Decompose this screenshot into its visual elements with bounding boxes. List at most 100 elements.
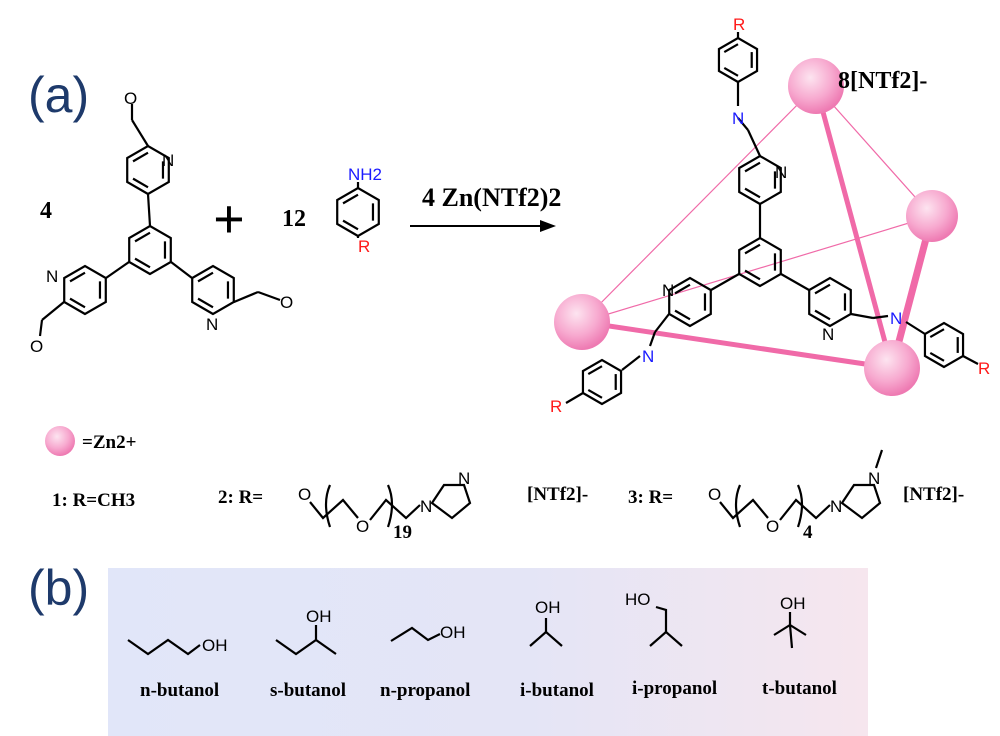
pyridine-nitrogen: N <box>206 315 218 334</box>
bond <box>710 273 740 291</box>
imidazole-ring <box>840 483 882 520</box>
pyridine-nitrogen: N <box>662 281 674 300</box>
alcohol-label-n-propanol: n-propanol <box>380 680 470 701</box>
zinc-legend-label: =Zn2+ <box>82 432 136 453</box>
r-group-label: R <box>358 237 370 256</box>
aldehyde-oxygen: O <box>30 337 43 356</box>
alcohol-panel-background <box>108 568 868 736</box>
imidazole-nitrogen: N <box>868 469 880 488</box>
aldehyde-oxygen: O <box>124 89 137 108</box>
cage-edge <box>813 85 895 369</box>
reagent-label: 4 Zn(NTf2)2 <box>422 183 561 212</box>
double-bond <box>929 328 945 339</box>
methyl-bond <box>874 449 884 469</box>
hydroxyl-label: OH <box>780 594 806 613</box>
ether-oxygen: O <box>356 517 369 536</box>
r1-definition: 1: R=CH3 <box>52 490 135 511</box>
cage-edge <box>815 85 933 217</box>
pyridine-nitrogen: N <box>822 325 834 344</box>
bond <box>105 261 130 279</box>
bond <box>780 273 810 291</box>
double-bond <box>197 297 214 309</box>
alcohol-structures: OH OH OH OH HO OH <box>127 590 807 656</box>
panel-a-label: (a) <box>28 67 89 123</box>
bond-chain <box>719 498 769 520</box>
r2-label: 2: R= <box>218 487 263 508</box>
double-bond <box>134 231 151 243</box>
r-group-top: R <box>733 15 745 34</box>
double-bond <box>744 161 761 173</box>
double-bond <box>69 297 86 309</box>
bond <box>38 319 44 337</box>
bond <box>872 314 889 320</box>
bond <box>737 117 749 131</box>
bond <box>850 312 874 320</box>
double-bond <box>744 243 761 255</box>
imine-nitrogen-right: N <box>890 309 902 328</box>
bond <box>257 290 281 302</box>
zinc-sphere <box>906 190 958 242</box>
bond <box>654 313 670 333</box>
cage-edge <box>581 85 817 323</box>
r3-counterion: [NTf2]- <box>903 484 964 505</box>
double-bond <box>69 271 86 283</box>
cage-edge <box>581 319 893 371</box>
bond <box>565 392 584 404</box>
hydroxyl-label: OH <box>202 636 228 655</box>
arrow-head <box>540 220 556 232</box>
r-group-left: R <box>550 397 562 416</box>
double-bond <box>132 151 149 163</box>
ether-oxygen: O <box>298 485 311 504</box>
double-bond <box>342 193 359 205</box>
bond-chain <box>309 498 359 520</box>
n-propanol-skeleton <box>390 626 441 642</box>
double-bond <box>744 187 761 199</box>
pyridine-ring-left <box>63 264 107 316</box>
product-pyridine-left <box>668 276 712 328</box>
double-bond <box>674 309 691 321</box>
zinc-sphere <box>788 58 844 114</box>
alcohol-label-i-butanol: i-butanol <box>520 680 594 701</box>
double-bond <box>723 43 739 54</box>
double-bond <box>929 351 945 362</box>
double-bond <box>744 269 761 281</box>
imidazole-nitrogen: N <box>458 469 470 488</box>
amine-coefficient: 12 <box>282 206 306 232</box>
cage-edge <box>581 215 933 323</box>
hydroxyl-label: OH <box>535 598 561 617</box>
imidazole-ring <box>430 483 472 520</box>
ether-oxygen: O <box>766 517 779 536</box>
r2-repeat-count: 19 <box>393 522 412 543</box>
r2-counterion: [NTf2]- <box>527 484 588 505</box>
bond-chain <box>369 498 421 521</box>
alcohol-label-i-propanol: i-propanol <box>632 678 717 699</box>
aniline-reactant <box>336 182 380 238</box>
zinc-sphere <box>864 340 920 396</box>
bond <box>146 193 152 227</box>
aldehyde-oxygen: O <box>280 293 293 312</box>
double-bond <box>814 283 831 295</box>
i-propanol-skeleton <box>655 605 668 632</box>
bond <box>905 321 926 335</box>
alcohol-label-s-butanol: s-butanol <box>270 680 346 701</box>
repeat-bracket-right <box>796 484 804 528</box>
hydroxyl-label: HO <box>625 590 651 609</box>
hydroxyl-label: OH <box>440 623 466 642</box>
alcohol-label-n-butanol: n-butanol <box>140 680 219 701</box>
double-bond <box>587 365 603 376</box>
repeat-bracket-left <box>734 484 742 528</box>
bond <box>648 331 657 347</box>
pyridine-ring-right <box>191 264 235 316</box>
hydroxyl-label: OH <box>306 607 332 626</box>
amine-group-label: NH2 <box>348 165 382 184</box>
alcohol-label-t-butanol: t-butanol <box>762 678 837 699</box>
double-bond <box>342 219 359 231</box>
zinc-spheres <box>554 58 958 396</box>
r-group-right: R <box>978 359 990 378</box>
bond <box>747 129 761 157</box>
zinc-sphere <box>554 294 610 350</box>
